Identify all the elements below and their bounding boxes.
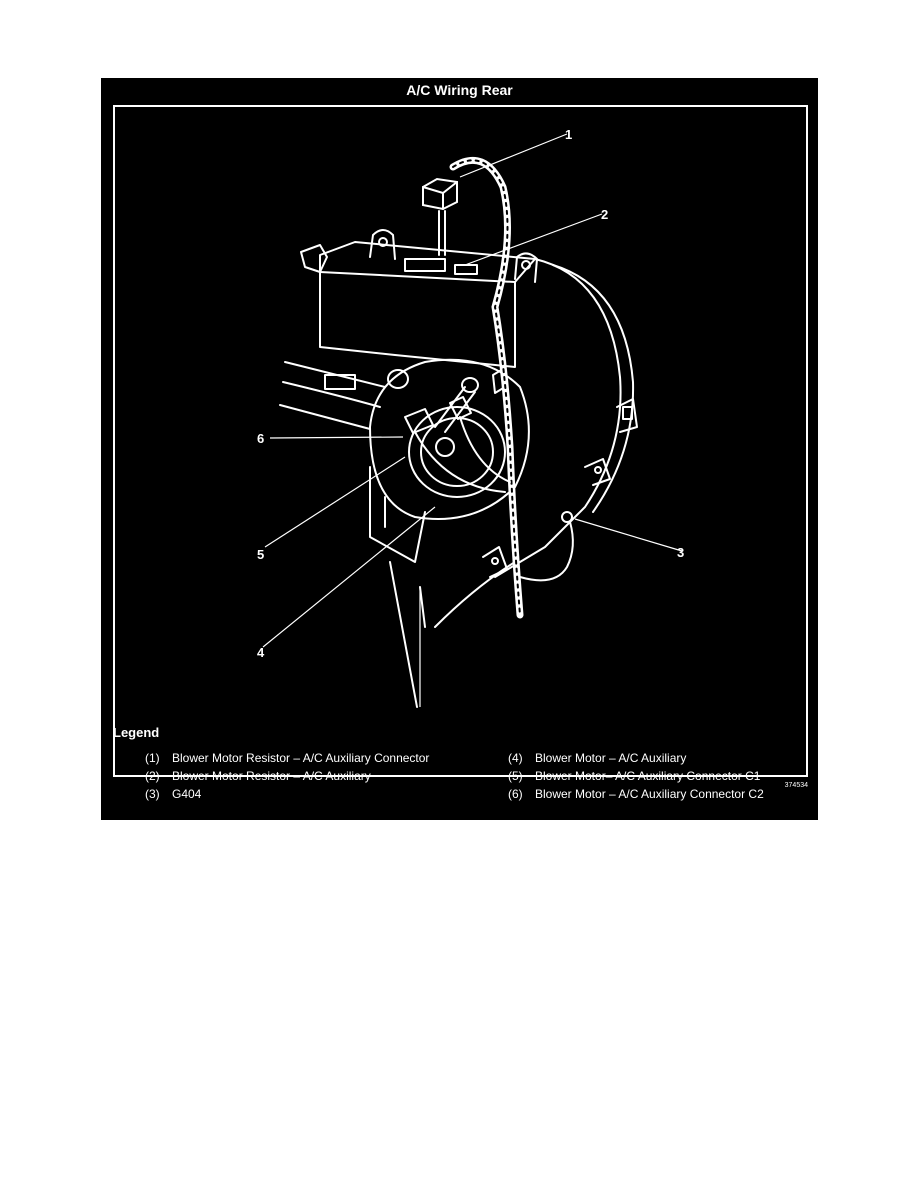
legend-text: Blower Motor– A/C Auxiliary Connector C1: [535, 769, 761, 783]
legend-item: (1) Blower Motor Resistor – A/C Auxiliar…: [145, 751, 445, 765]
legend-title: Legend: [113, 725, 160, 740]
legend-item: (6) Blower Motor – A/C Auxiliary Connect…: [508, 787, 818, 801]
figure-title: A/C Wiring Rear: [406, 82, 513, 98]
callout-4: 4: [257, 645, 265, 660]
connector-c1: [449, 396, 472, 420]
legend-item: (2) Blower Motor Resistor – A/C Auxiliar…: [145, 769, 445, 783]
left-bracket: [300, 244, 328, 273]
blower-assembly-drawing: 1 2 3 4 5 6: [257, 127, 684, 708]
connector-c2: [404, 408, 434, 434]
drawing-frame: 1 2 3 4 5 6: [113, 105, 808, 777]
scroll-tab-right: [616, 398, 638, 433]
blower-scroll: [494, 258, 622, 578]
legend-column-left: (1) Blower Motor Resistor – A/C Auxiliar…: [145, 751, 445, 805]
legend-item: (3) G404: [145, 787, 445, 801]
g404-ground: [561, 511, 573, 523]
housing-top-face: [319, 241, 536, 283]
legend-text: G404: [172, 787, 202, 801]
legend-column-right: (4) Blower Motor – A/C Auxiliary (5) Blo…: [508, 751, 818, 805]
legend-text: Blower Motor Resistor – A/C Auxiliary: [172, 769, 371, 783]
mounting-tab-left: [369, 229, 396, 260]
blower-motor: [408, 406, 506, 498]
scroll-tab-lower: [584, 458, 611, 486]
figure-id: 374534: [784, 782, 808, 789]
legend-number: (2): [145, 769, 160, 783]
housing-front-face: [319, 271, 516, 368]
callout-5: 5: [257, 547, 264, 562]
legend-number: (4): [508, 751, 523, 765]
diagram-figure: A/C Wiring Rear: [101, 78, 818, 820]
legend-item: (5) Blower Motor– A/C Auxiliary Connecto…: [508, 769, 818, 783]
callout-3: 3: [677, 545, 684, 560]
callout-2: 2: [601, 207, 608, 222]
legend-text: Blower Motor – A/C Auxiliary: [535, 751, 687, 765]
resistor-connector: [422, 177, 458, 211]
legend-item: (4) Blower Motor – A/C Auxiliary: [508, 751, 818, 765]
callout-1: 1: [565, 127, 572, 142]
resistor-slot: [404, 258, 446, 272]
legend-number: (3): [145, 787, 160, 801]
callout-6: 6: [257, 431, 264, 446]
intake-duct: [279, 361, 386, 430]
legend-number: (5): [508, 769, 523, 783]
motor-plate: [369, 358, 530, 520]
legend-text: Blower Motor – A/C Auxiliary Connector C…: [535, 787, 764, 801]
legend-number: (1): [145, 751, 160, 765]
ground-wire: [519, 521, 574, 582]
legend-number: (6): [508, 787, 523, 801]
legend-text: Blower Motor Resistor – A/C Auxiliary Co…: [172, 751, 430, 765]
